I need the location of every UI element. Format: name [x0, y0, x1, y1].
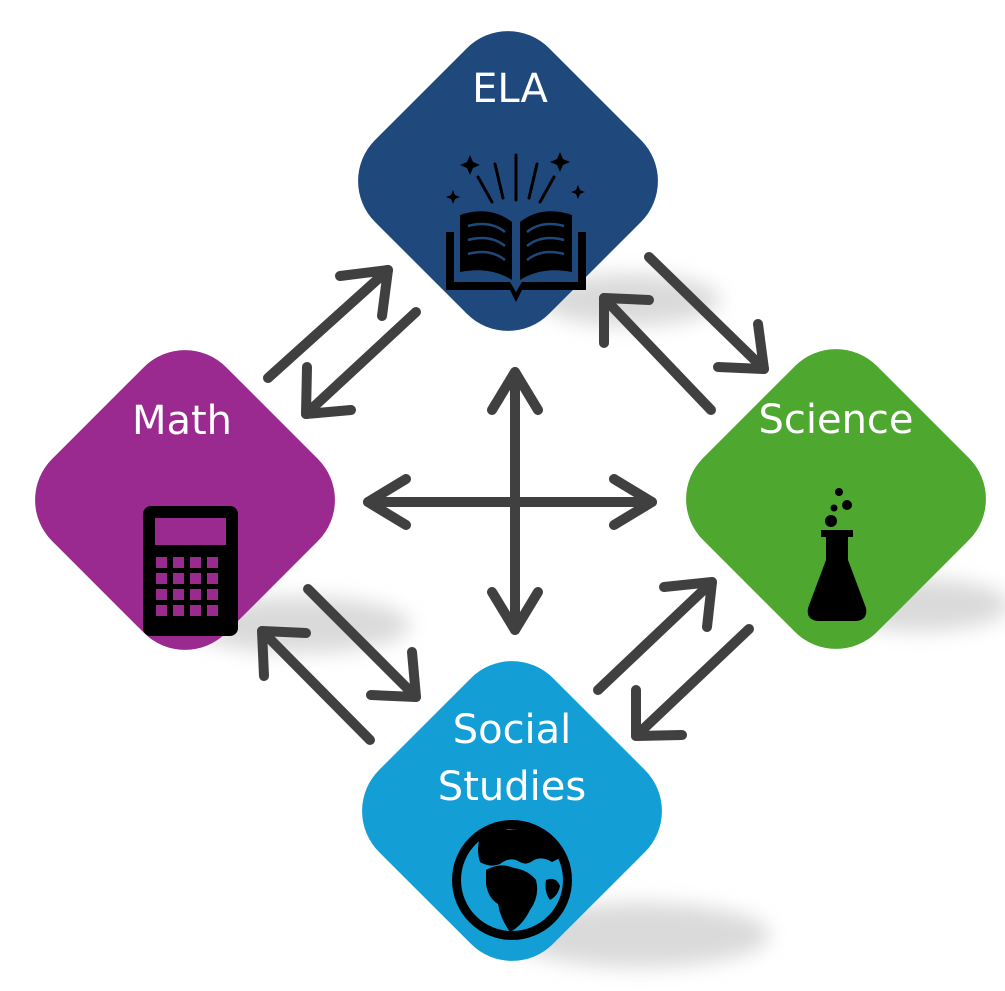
open-book-icon: [446, 152, 586, 302]
science-label: Science: [758, 397, 913, 443]
ela-node: ELA: [358, 31, 658, 331]
arrow-social-studies-to-math: [257, 626, 375, 745]
social-studies-label-line2: Studies: [438, 764, 586, 810]
arrow-ela-to-math: [301, 307, 421, 419]
ela-label: ELA: [472, 66, 548, 112]
globe-icon: [452, 820, 572, 940]
arrows: [257, 252, 769, 745]
flask-icon: [807, 488, 867, 621]
calculator-icon: [143, 506, 238, 636]
arrow-science-to-social-studies: [631, 624, 754, 741]
arrow-math-to-social-studies: [303, 584, 421, 702]
arrow-science-to-ela: [599, 293, 716, 415]
math-node: Math: [35, 350, 335, 650]
math-diamond: [35, 350, 335, 650]
social-studies-node: Social Studies: [362, 661, 662, 961]
science-node: Science: [686, 349, 986, 649]
math-label: Math: [132, 398, 232, 444]
social-studies-label-line1: Social: [453, 707, 572, 753]
arrow-horizontal-math-science: [363, 474, 657, 530]
social-studies-diamond: [362, 661, 662, 961]
arrow-ela-to-science: [644, 252, 769, 374]
arrow-social-studies-to-science: [593, 577, 717, 695]
arrow-math-to-ela: [263, 265, 393, 383]
science-diamond: [686, 349, 986, 649]
